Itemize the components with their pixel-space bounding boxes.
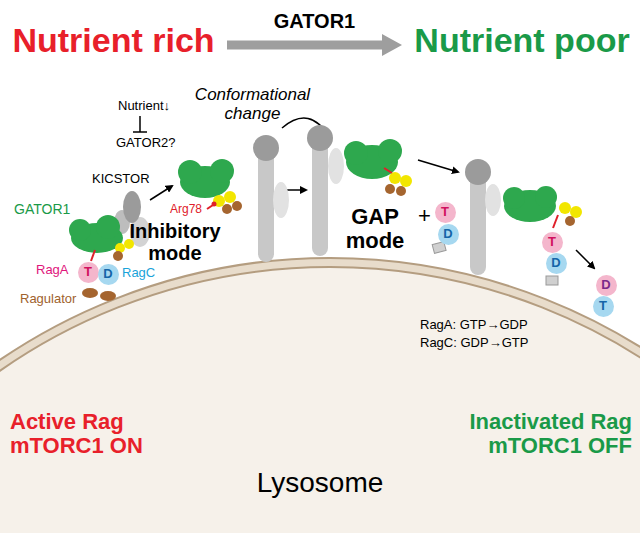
protein-label: GATOR2? [116,136,175,150]
step-arrows-part [418,160,458,172]
state-label: Nutrient poor [410,20,634,62]
nucleotide-letter: T [84,265,92,279]
complex-inhibitory-part [253,135,279,161]
annotation: Conformational change [185,86,320,123]
complex-gap-part [344,141,368,165]
step-arrows-part [150,186,172,200]
rag-gtpase-circle: T [542,232,563,253]
protein-label: GATOR1 [14,202,70,217]
complex-bound-rag-part [570,206,582,218]
nucleotide-letter: D [551,256,560,270]
nucleotide-letter: T [599,299,607,313]
complex-nutrient-rich-part [96,215,120,239]
complex-gap-part [400,175,412,187]
nucleotide-letter: D [601,278,610,292]
step-arrows-part [286,189,306,191]
complex-inhibitory-part [212,202,217,207]
complex-gap-part [385,184,395,194]
complex-nutrient-rich-part [123,191,141,223]
complex-inhibitory-part [273,182,289,218]
arrow-head [382,34,402,56]
complex-bound-rag-part [565,216,575,226]
complex-gap-part [389,172,401,184]
complex-gap-part [384,168,392,173]
complex-bound-rag-part [503,187,525,209]
rag-gtpase-circle: T [78,262,99,283]
state-text: Nutrient poor [414,22,629,59]
status-label: Active Rag mTORC1 ON [10,410,170,458]
complex-bound-rag-part [535,186,557,208]
complex-bound-rag-part [546,276,558,285]
lysosome-membrane [0,258,640,533]
transition-arrow [227,34,402,56]
step-arrows [150,118,594,268]
lysosome-membrane-part [0,258,640,533]
arrow-shaft [227,41,382,50]
inhibition-bar-part [133,131,147,133]
signal-label: Nutrient↓ [118,99,170,113]
complex-bound-rag-part [485,184,501,216]
complex-nutrient-rich-part [91,250,95,261]
complex-inhibitory-part [232,201,242,211]
state-mode-label: GAP mode [335,205,415,253]
rag-gtpase-circle: D [596,275,617,296]
inhibition-bar [133,116,147,132]
reaction-label: RagC: GDP→GTP [420,336,528,350]
rag-gtpase-circle: D [438,224,459,245]
complex-bound-rag-part [553,215,558,228]
inhibition-bar-part [139,116,141,132]
nucleotide-letter: D [443,227,452,241]
reaction-label: RagA: GTP→GDP [420,318,528,332]
rag-gtpase-circle: D [546,253,567,274]
complex-bound-rag-part [465,159,491,185]
residue-label: Arg78 [170,203,202,216]
protein-label: RagC [122,266,155,280]
rag-gtpase-circle: T [593,296,614,317]
complex-bound-rag-part [470,175,486,275]
lysosome-membrane-part [0,267,640,533]
complex-gap-part [378,139,402,163]
complex-inhibitory-part [210,159,234,183]
complex-inhibitory-part [258,150,274,262]
state-mode-label: Inhibitory mode [120,220,230,264]
complex-gap-part [312,140,328,256]
protein-label: RagA [36,263,69,277]
complex-nutrient-rich-part [113,251,123,261]
complex-gap-part [328,148,344,184]
state-text: Nutrient rich [12,22,214,59]
step-arrows-part [576,250,594,268]
plus-sign: + [418,204,431,228]
complex-gap-part [307,125,333,151]
rag-gtpase-circle: D [98,264,119,285]
nucleotide-letter: T [441,205,449,219]
complex-nutrient-rich [69,191,150,301]
organelle-label: Lysosome [220,468,420,499]
complex-nutrient-rich-part [69,219,91,241]
complex-gap-part [396,186,406,196]
protein-label: KICSTOR [92,172,150,186]
status-label: Inactivated Rag mTORC1 OFF [452,410,632,458]
edge-label: GATOR1 [271,10,359,32]
complex-bound-rag-part [559,202,571,214]
complex-bound-rag [465,159,582,285]
complex-nutrient-rich-part [100,291,116,301]
protein-label: Ragulator [20,292,76,306]
complex-inhibitory-part [178,160,202,184]
complex-inhibitory-part [222,204,232,214]
nucleotide-letter: T [548,235,556,249]
nucleotide-letter: D [103,267,112,281]
complex-nutrient-rich-part [82,288,98,298]
state-label: Nutrient rich [8,20,219,62]
rag-gtpase-circle: T [435,202,456,223]
complex-inhibitory-part [224,191,236,203]
